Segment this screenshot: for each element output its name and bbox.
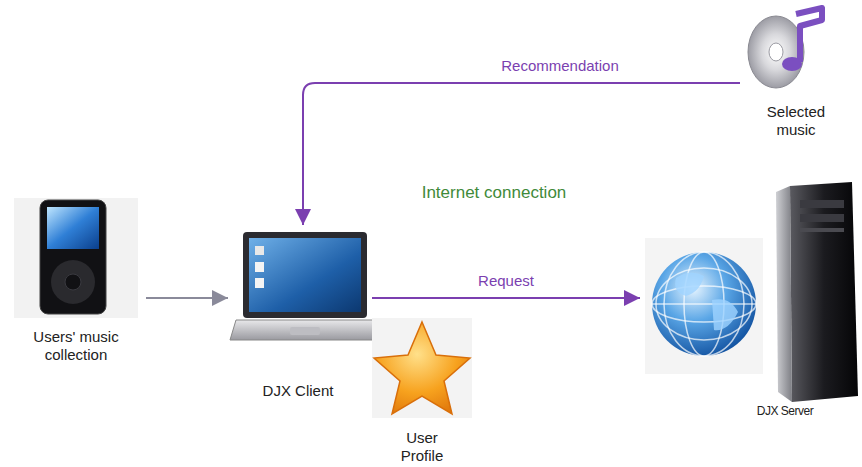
connector-arrow: [295, 83, 740, 225]
node-label: DJX Client: [263, 382, 334, 400]
connector-line: [372, 297, 640, 299]
selected-music-node: Selected music: [740, 4, 836, 139]
globe-icon: [645, 238, 763, 374]
edge-label: Recommendation: [498, 57, 622, 75]
music-collection-node: Users' music collection: [10, 192, 142, 364]
arrowhead: [212, 290, 228, 306]
node-label: DJX Server: [757, 402, 813, 420]
node-label: User Profile: [391, 429, 453, 465]
edge-label: Request: [475, 272, 537, 290]
profile-node: User Profile: [370, 318, 474, 465]
arrowhead: [295, 209, 311, 225]
server-icon: [776, 182, 858, 402]
arrowhead: [624, 290, 640, 306]
laptop-icon: [230, 232, 380, 340]
connector-line: [303, 83, 740, 225]
ipod-icon: [14, 198, 138, 318]
user-profile-star: [372, 318, 472, 418]
network-label: Internet connection: [422, 183, 567, 203]
connector-arrow: [146, 290, 228, 306]
node-label: Selected music: [756, 103, 836, 139]
cd-icon: [748, 8, 822, 88]
connector-arrow: [372, 290, 640, 306]
server-node: DJX Server: [640, 178, 860, 420]
client-node: DJX Client: [228, 225, 368, 400]
node-label: Users' music collection: [21, 328, 131, 364]
